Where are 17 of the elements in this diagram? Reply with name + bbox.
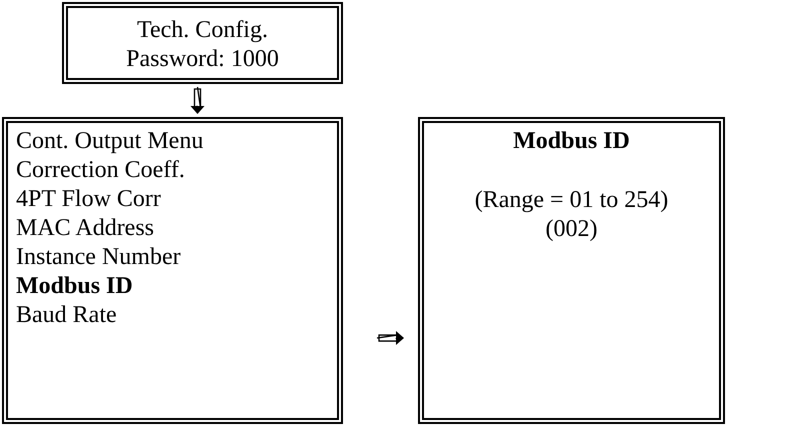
screen-text: Password: 1000 [126, 46, 279, 72]
menu-item: 4PT Flow Corr [16, 186, 161, 212]
screen-heading: Modbus ID [513, 128, 630, 154]
screen-box [62, 2, 343, 84]
menu-item: Modbus ID [16, 273, 133, 299]
menu-screen-box [2, 117, 343, 424]
menu-item: Correction Coeff. [16, 157, 185, 183]
screen-text: Tech. Config. [137, 17, 268, 43]
double-arrow [190, 86, 204, 114]
double-arrow [376, 331, 404, 346]
display-screen-box [418, 117, 725, 424]
menu-item: Instance Number [16, 244, 181, 270]
screen-value: (002) [546, 216, 598, 242]
menu-item: Cont. Output Menu [16, 128, 204, 154]
menu-item: Baud Rate [16, 302, 117, 328]
menu-item: MAC Address [16, 215, 154, 241]
screen-value: (Range = 01 to 254) [474, 187, 668, 213]
